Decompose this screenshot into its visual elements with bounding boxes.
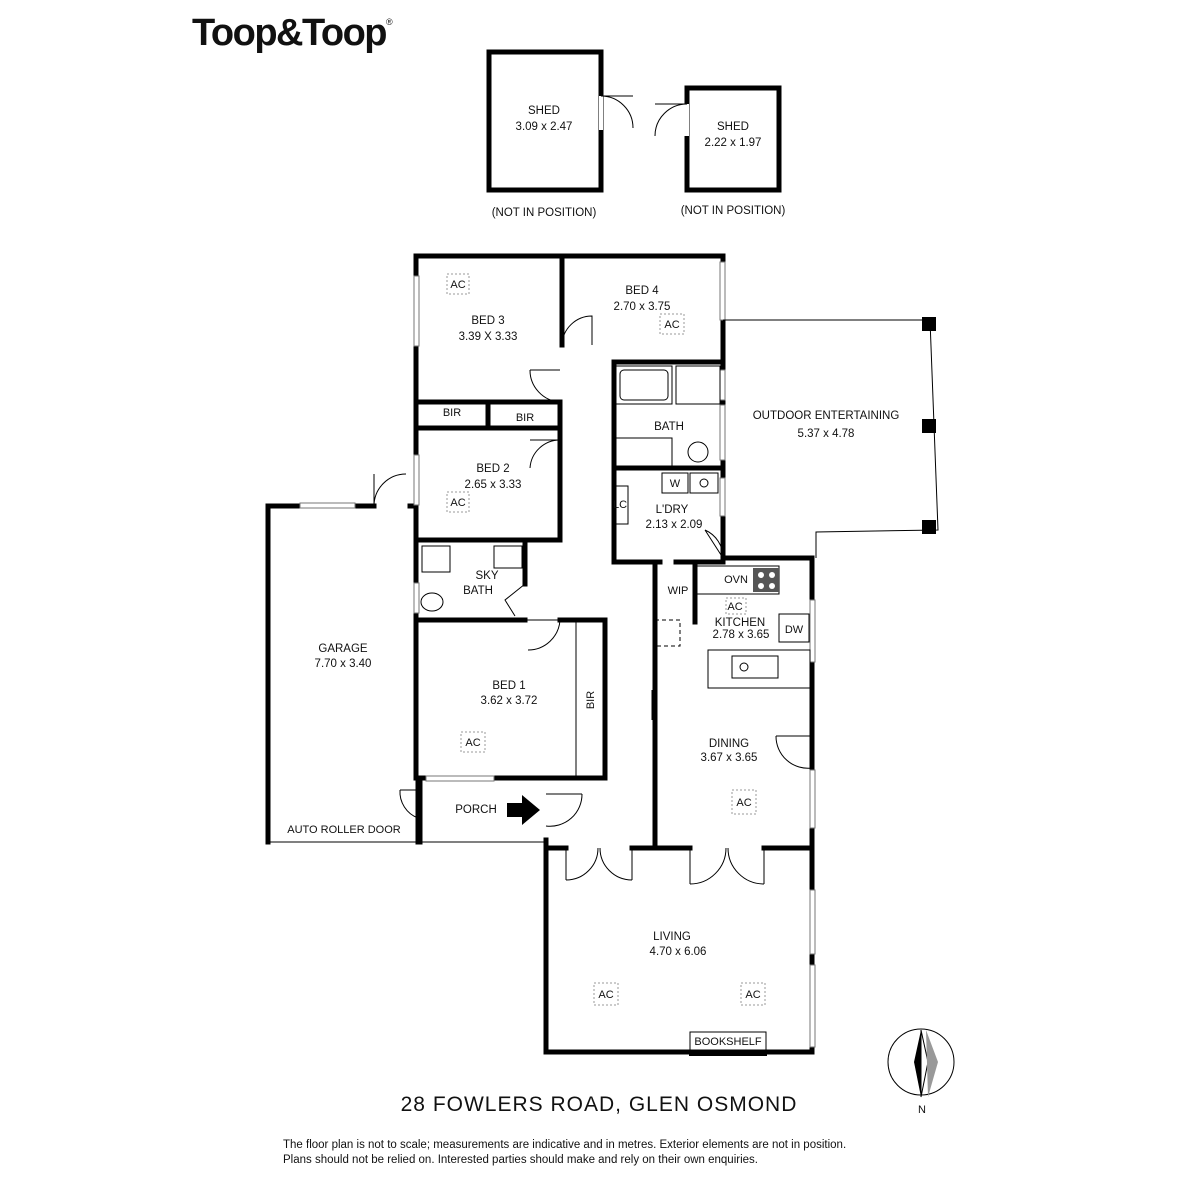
oven-label: OVN	[724, 574, 748, 586]
bath-name: BATH	[654, 421, 684, 433]
kitchen-name: KITCHEN	[715, 617, 765, 629]
washer-label: W	[670, 478, 681, 490]
compass-north-label: N	[918, 1104, 926, 1116]
windows	[413, 261, 816, 1048]
shed-1-name: SHED	[528, 105, 560, 117]
dining-name: DINING	[709, 738, 749, 750]
sky-bath-line1: SKY	[475, 570, 498, 582]
bed-4-ac: AC	[664, 319, 679, 331]
garage: GARAGE 7.70 x 3.40 AUTO ROLLER DOOR	[265, 473, 421, 845]
living: LIVING 4.70 x 6.06 AC AC BOOKSHELF	[593, 931, 767, 1056]
dishwasher-label: DW	[785, 624, 804, 636]
bed-3: AC BED 3 3.39 X 3.33 BIR	[443, 273, 518, 419]
porch-name: PORCH	[455, 804, 497, 816]
shed-1: SHED 3.09 x 2.47 (NOT IN POSITION)	[486, 49, 634, 219]
kitchen: WIP OVN AC KITCHEN 2.78 x 3.65 DW	[655, 565, 811, 689]
auto-roller-door-label: AUTO ROLLER DOOR	[287, 824, 401, 836]
dining: DINING 3.67 x 3.65 AC	[701, 738, 758, 815]
kitchen-ac: AC	[727, 601, 742, 613]
dining-dims: 3.67 x 3.65	[701, 752, 758, 764]
sky-bath-line2: BATH	[463, 585, 493, 597]
shed-2-name: SHED	[717, 121, 749, 133]
shed-2-note: (NOT IN POSITION)	[681, 205, 786, 217]
laundry-name: L'DRY	[656, 504, 689, 516]
shed-2-dims: 2.22 x 1.97	[705, 137, 762, 149]
living-name: LIVING	[653, 931, 691, 943]
brand-logo: Toop&Toop®	[192, 12, 393, 54]
dining-ac: AC	[736, 797, 751, 809]
bed-3-dims: 3.39 X 3.33	[459, 331, 518, 343]
property-address: 28 FOWLERS ROAD, GLEN OSMOND	[401, 1093, 798, 1116]
porch: PORCH	[455, 795, 540, 825]
wip-label: WIP	[668, 585, 689, 597]
shed-1-dims: 3.09 x 2.47	[516, 121, 573, 133]
bed-3-ac: AC	[450, 279, 465, 291]
bed-4-name: BED 4	[625, 285, 659, 297]
shed-1-note: (NOT IN POSITION)	[492, 207, 597, 219]
garage-name: GARAGE	[318, 643, 368, 655]
sky-bath: SKY BATH	[420, 545, 523, 612]
disclaimer-line-1: The floor plan is not to scale; measurem…	[283, 1139, 846, 1151]
bed-4-dims: 2.70 x 3.75	[614, 301, 671, 313]
bath: BATH BIR	[516, 365, 721, 467]
bed-1-dims: 3.62 x 3.72	[481, 695, 538, 707]
outdoor-name: OUTDOOR ENTERTAINING	[753, 410, 900, 422]
kitchen-dims: 2.78 x 3.65	[713, 629, 770, 641]
living-ac-left: AC	[598, 989, 613, 1001]
bed-2-name: BED 2	[476, 463, 509, 475]
bed-1-name: BED 1	[492, 680, 525, 692]
living-dims: 4.70 x 6.06	[650, 946, 707, 958]
doors	[504, 315, 813, 885]
living-ac-right: AC	[745, 989, 760, 1001]
outdoor-dims: 5.37 x 4.78	[798, 428, 855, 440]
bed-1-bir: BIR	[585, 691, 597, 709]
outdoor-entertaining: OUTDOOR ENTERTAINING 5.37 x 4.78	[723, 317, 939, 558]
laundry-dims: 2.13 x 2.09	[646, 519, 703, 531]
laundry: LC W L'DRY 2.13 x 2.09	[611, 472, 719, 531]
bed-3-name: BED 3	[471, 315, 504, 327]
bed-2-dims: 2.65 x 3.33	[465, 479, 522, 491]
bed-2-ac: AC	[450, 497, 465, 509]
bed-1-ac: AC	[465, 737, 480, 749]
compass-icon: N	[887, 1028, 955, 1116]
entry-arrow-icon	[507, 795, 540, 825]
bed-3-bir: BIR	[443, 407, 461, 419]
bed-4: BED 4 2.70 x 3.75 AC	[614, 285, 685, 335]
bed-2: BED 2 2.65 x 3.33 AC	[446, 463, 522, 513]
bed-2-bir: BIR	[516, 412, 534, 424]
lc-label: LC	[613, 499, 627, 511]
disclaimer-line-2: Plans should not be relied on. Intereste…	[283, 1154, 758, 1166]
bookshelf-label: BOOKSHELF	[694, 1036, 762, 1048]
garage-dims: 7.70 x 3.40	[315, 658, 372, 670]
house-walls	[413, 253, 815, 1055]
bed-1: BED 1 3.62 x 3.72 AC BIR	[460, 620, 597, 778]
shed-2: SHED 2.22 x 1.97 (NOT IN POSITION)	[654, 85, 786, 217]
